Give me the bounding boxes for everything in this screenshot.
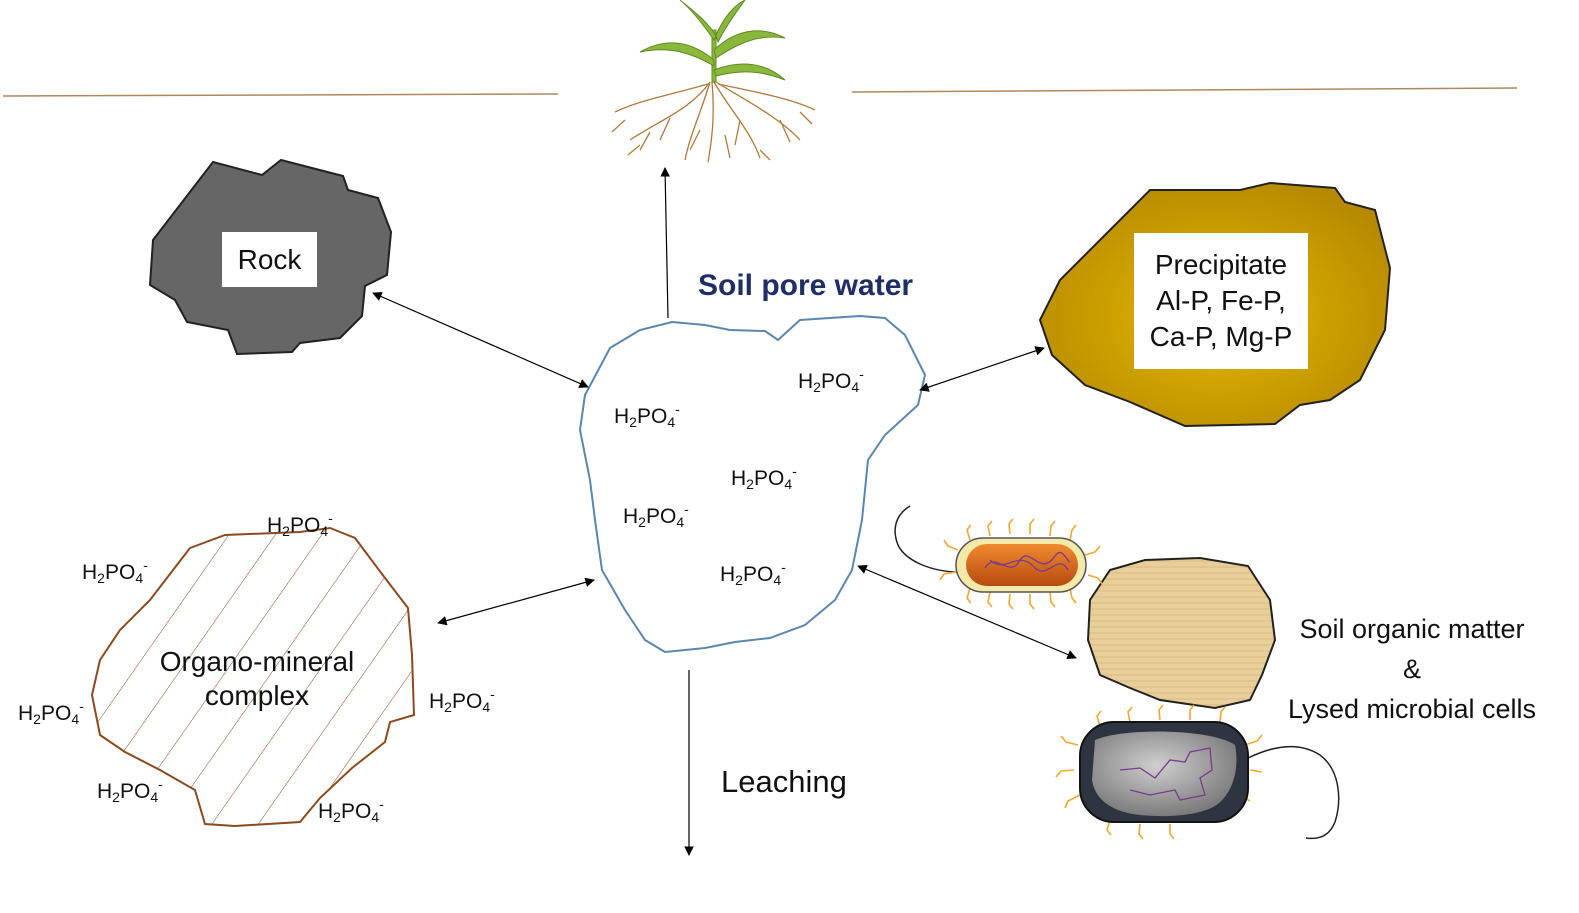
ground-line-left	[2, 93, 559, 97]
organic-matter-shape	[1086, 556, 1277, 710]
arrow-pore-precipitate	[919, 346, 1045, 392]
ion-label: H2PO4-	[318, 796, 384, 825]
precipitate-line-3: Ca-P, Mg-P	[1149, 320, 1293, 352]
organo-mineral-line-1: Organo-mineral	[159, 646, 355, 677]
pore-water-shape	[578, 314, 927, 654]
ground-line-right	[851, 87, 1518, 93]
precipitate-line-2: Al-P, Fe-P,	[1156, 285, 1286, 317]
rock-label: Rock	[237, 243, 302, 275]
ion-label: H2PO4-	[731, 463, 797, 492]
organo-mineral-shape	[90, 526, 416, 828]
organic-matter-label: Soil organic matter & Lysed microbial ce…	[1274, 610, 1550, 730]
leaching-label: Leaching	[721, 764, 847, 799]
plant-icon	[611, 0, 816, 163]
ion-label: H2PO4-	[614, 401, 680, 430]
ion-label: H2PO4-	[720, 559, 786, 588]
organo-mineral-line-2: complex	[204, 679, 310, 711]
ion-label: H2PO4-	[18, 698, 84, 727]
ion-label: H2PO4-	[267, 510, 333, 539]
precipitate-label-box: Precipitate Al-P, Fe-P, Ca-P, Mg-P	[1134, 233, 1308, 369]
ion-label: H2PO4-	[97, 776, 163, 805]
arrow-pore-to-plant	[660, 167, 670, 319]
ion-label: H2PO4-	[798, 366, 864, 395]
organic-matter-line-3: Lysed microbial cells	[1287, 693, 1537, 724]
arrow-organo-pore	[437, 577, 595, 626]
organic-matter-line-2: &	[1402, 653, 1421, 684]
precipitate-line-1: Precipitate	[1154, 249, 1288, 281]
arrow-rock-pore	[372, 292, 589, 388]
soil-pore-water-title: Soil pore water	[698, 269, 914, 302]
organic-matter-line-1: Soil organic matter	[1299, 614, 1525, 644]
rock-label-box: Rock	[222, 232, 317, 287]
lysed-cell-icon	[1055, 704, 1340, 840]
ion-label: H2PO4-	[623, 501, 689, 530]
organo-mineral-label: Organo-mineral complex	[142, 645, 372, 712]
ion-label: H2PO4-	[82, 557, 148, 586]
ion-label: H2PO4-	[429, 686, 495, 715]
arrow-pore-organic	[857, 564, 1077, 660]
bacterium-icon	[894, 505, 1103, 610]
